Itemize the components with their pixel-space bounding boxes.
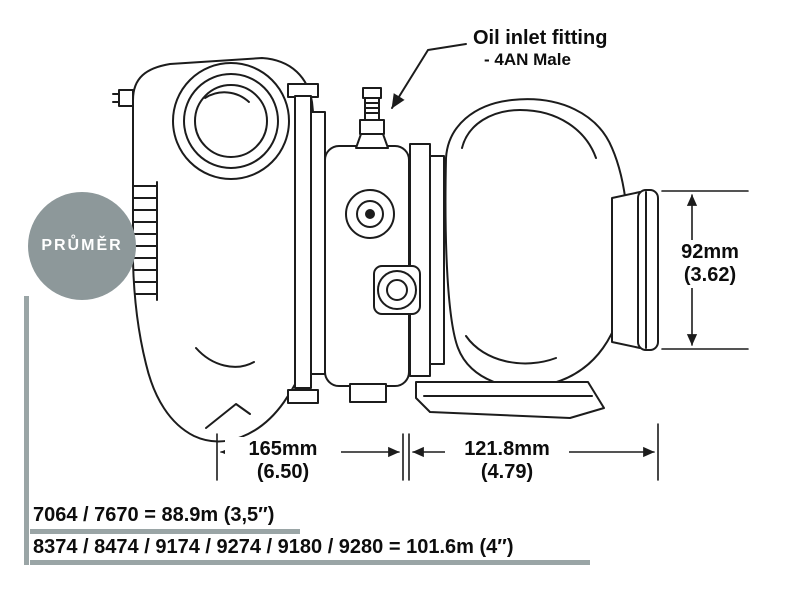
turbine-housing bbox=[409, 98, 659, 419]
compressor-housing bbox=[112, 57, 336, 443]
spec-line-1: 7064 / 7670 = 88.9m (3,5″) bbox=[33, 504, 275, 526]
dimension-compressor-length-mm: 165mm bbox=[248, 438, 318, 460]
bearing-housing-ports bbox=[345, 189, 421, 315]
dimension-outlet-diameter-in: (3.62) bbox=[683, 264, 737, 286]
diameter-badge: PRŮMĚR bbox=[28, 192, 136, 300]
dimension-turbine-length: 121.8mm (4.79) bbox=[445, 437, 569, 485]
spec-line-2: 8374 / 8474 / 9174 / 9274 / 9180 / 9280 … bbox=[33, 536, 514, 558]
spec-line-1-underline bbox=[30, 529, 300, 534]
oil-fitting-leader-line bbox=[391, 43, 467, 109]
oil-inlet-callout-title: Oil inlet fitting bbox=[473, 27, 608, 49]
spec-line-2-underline bbox=[30, 560, 590, 565]
dimension-outlet-diameter: 92mm (3.62) bbox=[666, 240, 754, 288]
oil-inlet-fitting bbox=[355, 87, 389, 149]
oil-inlet-callout-subtitle: - 4AN Male bbox=[484, 50, 571, 69]
dimension-outlet-diameter-mm: 92mm bbox=[681, 241, 739, 263]
dimension-compressor-length: 165mm (6.50) bbox=[225, 437, 341, 485]
center-housing bbox=[287, 83, 410, 404]
dimension-compressor-length-in: (6.50) bbox=[256, 461, 310, 483]
dimension-turbine-length-in: (4.79) bbox=[480, 461, 534, 483]
dimension-turbine-length-mm: 121.8mm bbox=[464, 438, 550, 460]
badge-connector-line bbox=[24, 296, 29, 565]
diameter-badge-label: PRŮMĚR bbox=[41, 237, 123, 254]
